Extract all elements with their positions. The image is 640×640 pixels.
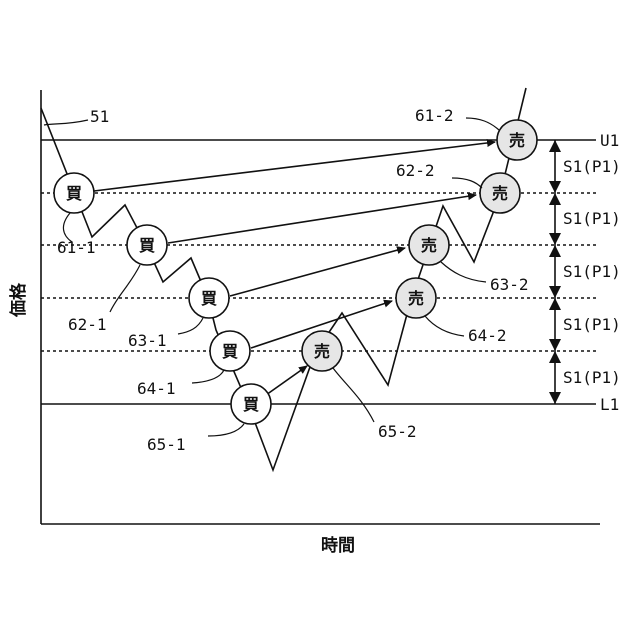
leader-61-2 [466, 118, 499, 130]
price-line-label: 51 [90, 107, 109, 126]
y-axis-label: 価格 [8, 282, 29, 318]
leader-64-2 [425, 316, 464, 336]
leader-63-2 [441, 262, 486, 282]
svg-text:買: 買 [139, 236, 155, 255]
svg-text:買: 買 [201, 289, 217, 308]
svg-text:売: 売 [421, 236, 437, 255]
label-65-2: 65-2 [378, 422, 417, 441]
label-62-2: 62-2 [396, 161, 435, 180]
lower-limit-label: L1 [600, 395, 619, 414]
sell-node-61: 売 [497, 120, 537, 160]
buy-node-63: 買 [189, 278, 229, 318]
leader-65-1 [208, 424, 244, 436]
interval-label-1: S1(P1) [563, 157, 621, 176]
interval-label-3: S1(P1) [563, 262, 621, 281]
label-61-1: 61-1 [57, 238, 96, 257]
buy-node-61: 買 [54, 173, 94, 213]
leader-64-1 [192, 370, 224, 383]
leader-62-1 [110, 265, 140, 312]
label-62-1: 62-1 [68, 315, 107, 334]
sell-node-64: 売 [396, 278, 436, 318]
svg-text:買: 買 [222, 342, 238, 361]
buy-node-64: 買 [210, 331, 250, 371]
label-64-2: 64-2 [468, 326, 507, 345]
svg-text:売: 売 [408, 289, 424, 308]
svg-text:売: 売 [492, 184, 508, 203]
trade-arrow-61 [94, 142, 495, 191]
buy-node-62: 買 [127, 225, 167, 265]
label-63-2: 63-2 [490, 275, 529, 294]
price-line-leader [44, 120, 88, 125]
x-axis-label: 時間 [321, 535, 355, 556]
label-64-1: 64-1 [137, 379, 176, 398]
leader-62-2 [452, 178, 482, 188]
label-63-1: 63-1 [128, 331, 167, 350]
sell-node-62: 売 [480, 173, 520, 213]
sell-node-65: 売 [302, 331, 342, 371]
label-61-2: 61-2 [415, 106, 454, 125]
interval-label-2: S1(P1) [563, 209, 621, 228]
price-line [41, 88, 526, 470]
trade-arrow-63 [230, 248, 405, 296]
interval-label-5: S1(P1) [563, 368, 621, 387]
svg-text:買: 買 [243, 395, 259, 414]
leader-63-1 [178, 318, 203, 334]
label-65-1: 65-1 [147, 435, 186, 454]
upper-limit-label: U1 [600, 131, 619, 150]
leader-65-2 [333, 368, 374, 422]
svg-text:売: 売 [314, 342, 330, 361]
svg-text:売: 売 [509, 131, 525, 150]
svg-text:買: 買 [66, 184, 82, 203]
buy-node-65: 買 [231, 384, 271, 424]
sell-node-63: 売 [409, 225, 449, 265]
interval-label-4: S1(P1) [563, 315, 621, 334]
